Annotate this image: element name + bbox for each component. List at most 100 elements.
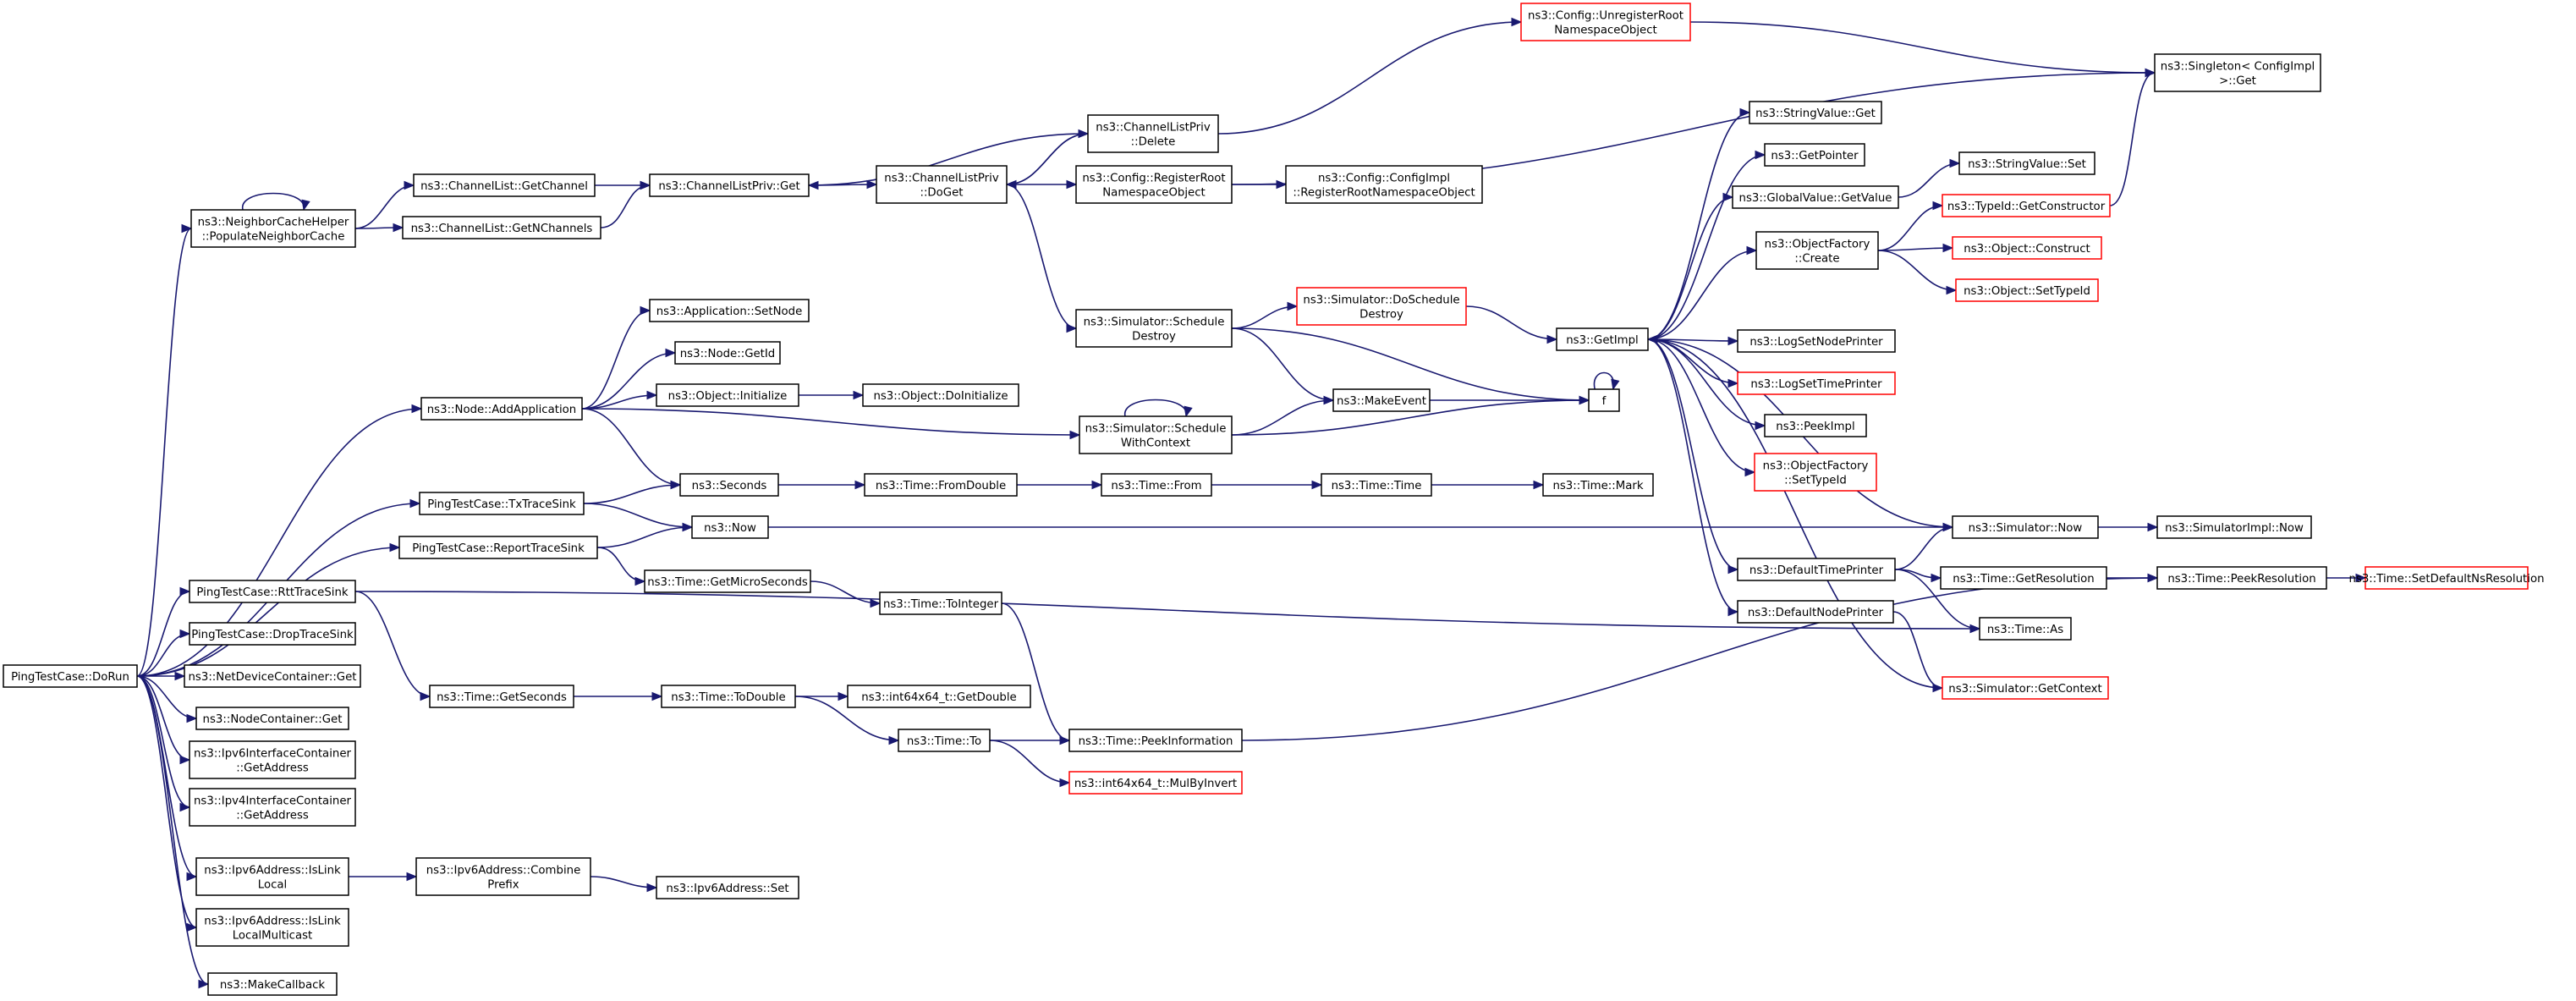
- arrow-head: [1727, 564, 1739, 575]
- node-label-line: ns3::ChannelListPriv::Get: [658, 180, 799, 193]
- truncated-function-node[interactable]: ns3::Simulator::GetContext: [1942, 676, 2109, 700]
- function-node[interactable]: ns3::Time::PeekInformation: [1068, 729, 1243, 752]
- function-node[interactable]: ns3::GetPointer: [1764, 143, 1865, 167]
- function-node[interactable]: PingTestCase::DropTraceSink: [189, 622, 356, 646]
- arrow-head: [1546, 334, 1558, 344]
- node-label-line: ns3::NetDeviceContainer::Get: [189, 671, 357, 684]
- function-node[interactable]: ns3::Node::GetId: [674, 341, 781, 365]
- function-node[interactable]: ns3::Time::GetMicroSeconds: [644, 569, 811, 593]
- function-node[interactable]: ns3::NetDeviceContainer::Get: [184, 664, 361, 688]
- call-edge: [1465, 305, 1558, 344]
- truncated-function-node[interactable]: ns3::TypeId::GetConstructor: [1942, 194, 2111, 217]
- function-node[interactable]: PingTestCase::ReportTraceSink: [398, 536, 598, 559]
- call-edge: [596, 522, 694, 548]
- truncated-function-node[interactable]: ns3::Config::UnregisterRootNamespaceObje…: [1520, 3, 1691, 41]
- call-edge: [1006, 184, 1078, 333]
- function-node[interactable]: ns3::ChannelList::GetChannel: [413, 173, 596, 197]
- node-label-line: ns3::Time::GetMicroSeconds: [647, 576, 808, 589]
- node-label-line: ::GetAddress: [236, 810, 309, 822]
- function-node[interactable]: ns3::Ipv6Address::Set: [656, 876, 799, 899]
- function-node[interactable]: ns3::Time::PeekResolution: [2156, 566, 2327, 590]
- node-box: [2156, 566, 2327, 590]
- function-node[interactable]: ns3::Ipv4InterfaceContainer::GetAddress: [189, 788, 356, 827]
- function-node[interactable]: ns3::Time::Time: [1321, 473, 1432, 497]
- edge-line: [1647, 338, 1943, 689]
- function-node[interactable]: ns3::StringValue::Get: [1749, 101, 1882, 124]
- node-box: [1075, 165, 1233, 204]
- edge-line: [581, 408, 681, 486]
- function-node[interactable]: ns3::LogSetNodePrinter: [1737, 329, 1896, 353]
- function-node[interactable]: f: [1588, 388, 1620, 412]
- call-edge: [136, 675, 191, 765]
- arrow-head: [651, 691, 663, 701]
- node-label-line: Destroy: [1132, 331, 1176, 344]
- function-node[interactable]: ns3::Ipv6InterfaceContainer::GetAddress: [189, 740, 356, 779]
- node-box: [661, 685, 796, 708]
- function-node[interactable]: ns3::Time::ToInteger: [879, 591, 1002, 615]
- function-node[interactable]: ns3::SimulatorImpl::Now: [2156, 515, 2312, 539]
- function-node[interactable]: ns3::DefaultTimePrinter: [1737, 558, 1896, 581]
- node-box: [1285, 165, 1483, 204]
- function-node[interactable]: ns3::MakeCallback: [207, 972, 338, 996]
- function-node[interactable]: ns3::Object::Initialize: [656, 383, 799, 407]
- function-node[interactable]: ns3::PeekImpl: [1764, 414, 1867, 437]
- function-node[interactable]: ns3::ChannelListPriv::DoGet: [876, 165, 1008, 204]
- function-node[interactable]: ns3::GlobalValue::GetValue: [1732, 185, 1899, 209]
- function-node[interactable]: ns3::Time::Mark: [1542, 473, 1654, 497]
- function-node[interactable]: ns3::StringValue::Set: [1958, 151, 2095, 175]
- call-edge: [583, 503, 694, 532]
- function-node[interactable]: ns3::Object::DoInitialize: [862, 383, 1019, 407]
- function-node[interactable]: PingTestCase::RttTraceSink: [189, 580, 356, 603]
- function-node[interactable]: ns3::Time::GetResolution: [1940, 566, 2107, 590]
- function-node[interactable]: ns3::ObjectFactory::Create: [1755, 231, 1879, 270]
- call-edge: [1007, 179, 1078, 190]
- function-node[interactable]: ns3::Config::RegisterRootNamespaceObject: [1075, 165, 1233, 204]
- function-node[interactable]: ns3::ChannelListPriv::Delete: [1087, 114, 1219, 153]
- function-node[interactable]: ns3::Singleton< ConfigImpl >::Get: [2154, 53, 2321, 92]
- truncated-function-node[interactable]: ns3::Time::SetDefaultNsResolution: [2348, 566, 2545, 590]
- function-node[interactable]: ns3::Time::As: [1979, 617, 2072, 641]
- truncated-function-node[interactable]: ns3::int64x64_t::MulByInvert: [1068, 771, 1243, 795]
- function-node[interactable]: ns3::NodeContainer::Get: [195, 707, 349, 730]
- function-node[interactable]: ns3::Time::FromDouble: [864, 473, 1018, 497]
- edge-line: [1892, 611, 1943, 689]
- node-label-line: ns3::Simulator::GetContext: [1948, 683, 2101, 696]
- function-node[interactable]: ns3::Time::GetSeconds: [429, 685, 574, 708]
- function-node[interactable]: ns3::Time::ToDouble: [661, 685, 796, 708]
- function-node[interactable]: ns3::Config::ConfigImpl::RegisterRootNam…: [1285, 165, 1483, 204]
- node-box: [207, 972, 338, 996]
- function-node[interactable]: ns3::Node::AddApplication: [420, 397, 583, 421]
- root-function-node[interactable]: PingTestCase::DoRun: [3, 664, 138, 688]
- function-node[interactable]: ns3::NeighborCacheHelper::PopulateNeighb…: [190, 209, 356, 248]
- arrow-head: [174, 671, 186, 681]
- function-node[interactable]: ns3::Time::From: [1101, 473, 1212, 497]
- function-node[interactable]: ns3::int64x64_t::GetDouble: [847, 685, 1031, 708]
- node-box: [420, 397, 583, 421]
- function-node[interactable]: ns3::ChannelListPriv::Get: [649, 173, 810, 197]
- function-node[interactable]: ns3::Now: [691, 515, 769, 539]
- arrow-head: [1949, 158, 1961, 168]
- node-label-line: ns3::Config::UnregisterRoot: [1528, 10, 1683, 23]
- function-node[interactable]: ns3::Application::SetNode: [649, 299, 810, 322]
- call-edge: [354, 591, 431, 701]
- truncated-function-node[interactable]: ns3::Object::Construct: [1952, 236, 2102, 260]
- function-node[interactable]: ns3::Seconds: [679, 473, 779, 497]
- truncated-function-node[interactable]: ns3::ObjectFactory::SetTypeId: [1754, 453, 1877, 492]
- function-node[interactable]: ns3::Time::To: [898, 729, 991, 752]
- function-node[interactable]: ns3::DefaultNodePrinter: [1737, 600, 1894, 624]
- function-node[interactable]: ns3::GetImpl: [1556, 327, 1649, 351]
- node-label-line: ns3::GetPointer: [1771, 150, 1859, 162]
- function-node[interactable]: PingTestCase::TxTraceSink: [419, 492, 585, 515]
- function-node[interactable]: ns3::ChannelList::GetNChannels: [402, 216, 601, 239]
- truncated-function-node[interactable]: ns3::LogSetTimePrinter: [1737, 371, 1896, 395]
- function-node[interactable]: ns3::Simulator::Now: [1952, 515, 2099, 539]
- function-node[interactable]: ns3::MakeEvent: [1332, 388, 1431, 412]
- call-edge: [349, 872, 418, 882]
- truncated-function-node[interactable]: ns3::Object::SetTypeId: [1955, 278, 2099, 302]
